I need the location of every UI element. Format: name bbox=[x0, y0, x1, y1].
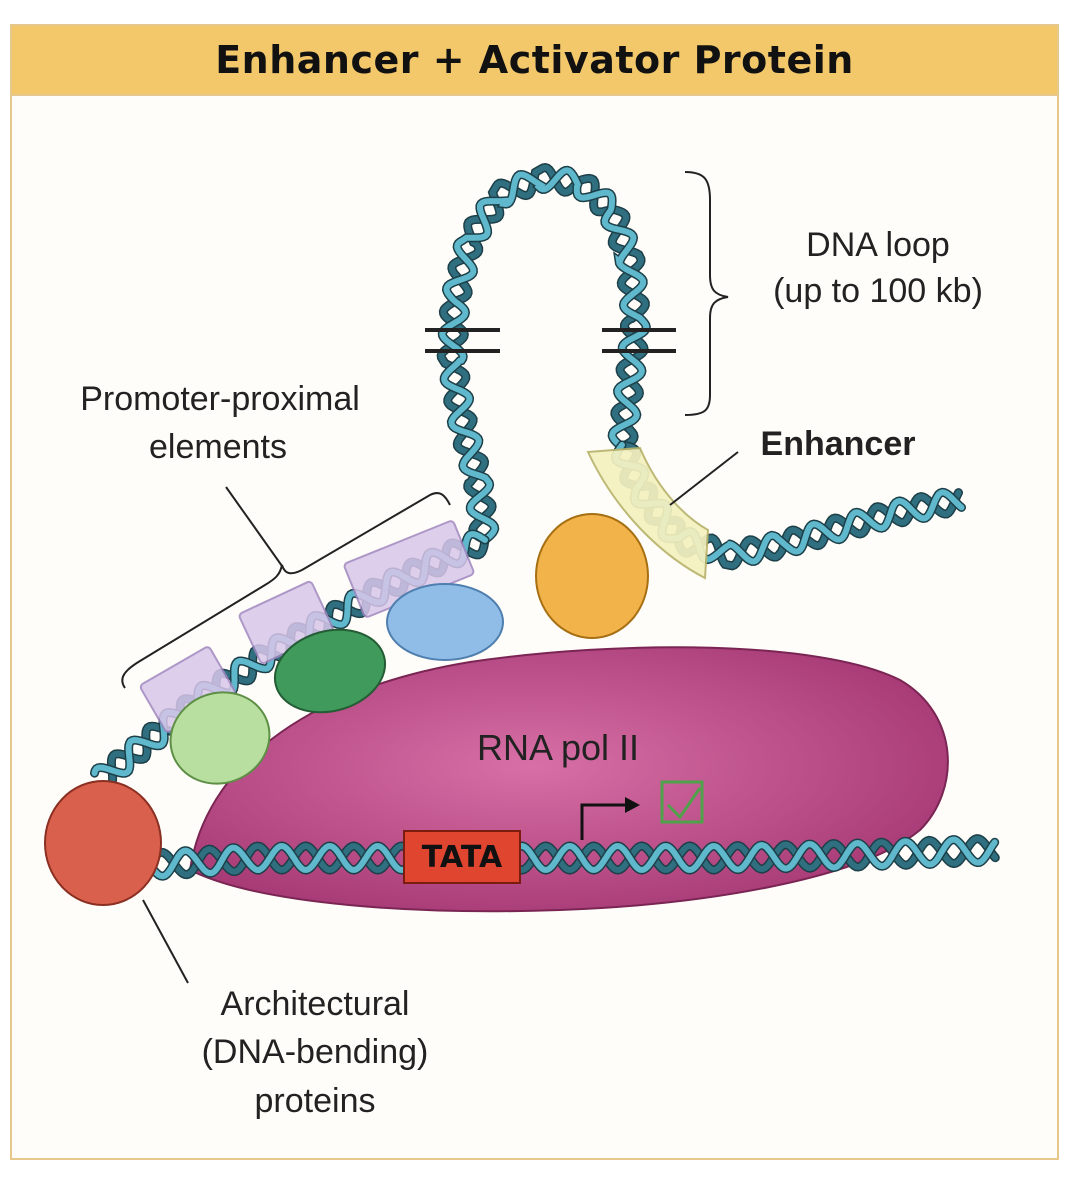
enhancer-element bbox=[586, 446, 710, 580]
enhancer-leader-line bbox=[669, 451, 739, 506]
architectural-label-line2: (DNA-bending) bbox=[202, 1033, 429, 1071]
architectural-leader-line bbox=[142, 899, 189, 984]
dna-loop-brace bbox=[684, 171, 729, 416]
architectural-label-line1: Architectural bbox=[221, 985, 410, 1023]
dna-break-marks bbox=[425, 328, 676, 353]
transcription-arrowhead-icon bbox=[625, 797, 640, 813]
promoter-label-line2: elements bbox=[149, 428, 287, 466]
tata-label: TATA bbox=[422, 840, 503, 875]
figure-title: Enhancer + Activator Protein bbox=[215, 38, 854, 82]
protein-light-green bbox=[169, 691, 271, 785]
dna-strand bbox=[147, 835, 999, 878]
enhancer-label: Enhancer bbox=[761, 425, 916, 463]
tata-box: TATA bbox=[403, 830, 521, 884]
architectural-protein bbox=[44, 780, 162, 906]
dna-strand bbox=[439, 167, 650, 543]
promoter-leader-line bbox=[225, 486, 283, 567]
rna-pol-ii-label: RNA pol II bbox=[477, 727, 639, 768]
protein-dark-green bbox=[273, 628, 387, 714]
dna-loop-label-line2: (up to 100 kb) bbox=[773, 272, 983, 310]
transcription-start-arrow bbox=[580, 803, 630, 840]
figure-frame bbox=[10, 24, 1059, 1160]
dna-loop-label-line1: DNA loop bbox=[806, 226, 950, 264]
dna-strand bbox=[438, 164, 649, 543]
promoter-proximal-elements bbox=[139, 520, 475, 733]
protein-blue bbox=[386, 583, 504, 661]
dna-main-helix bbox=[145, 834, 1000, 881]
promoter-label-line1: Promoter-proximal bbox=[80, 380, 360, 418]
activator-protein bbox=[535, 513, 649, 639]
dna-loop-helix bbox=[436, 163, 651, 545]
dna-strand bbox=[147, 836, 998, 880]
checkbox-icon bbox=[660, 780, 704, 824]
dna-helix-foreground bbox=[145, 834, 1000, 881]
architectural-label-line3: proteins bbox=[255, 1082, 376, 1120]
title-bar: Enhancer + Activator Protein bbox=[10, 24, 1059, 96]
